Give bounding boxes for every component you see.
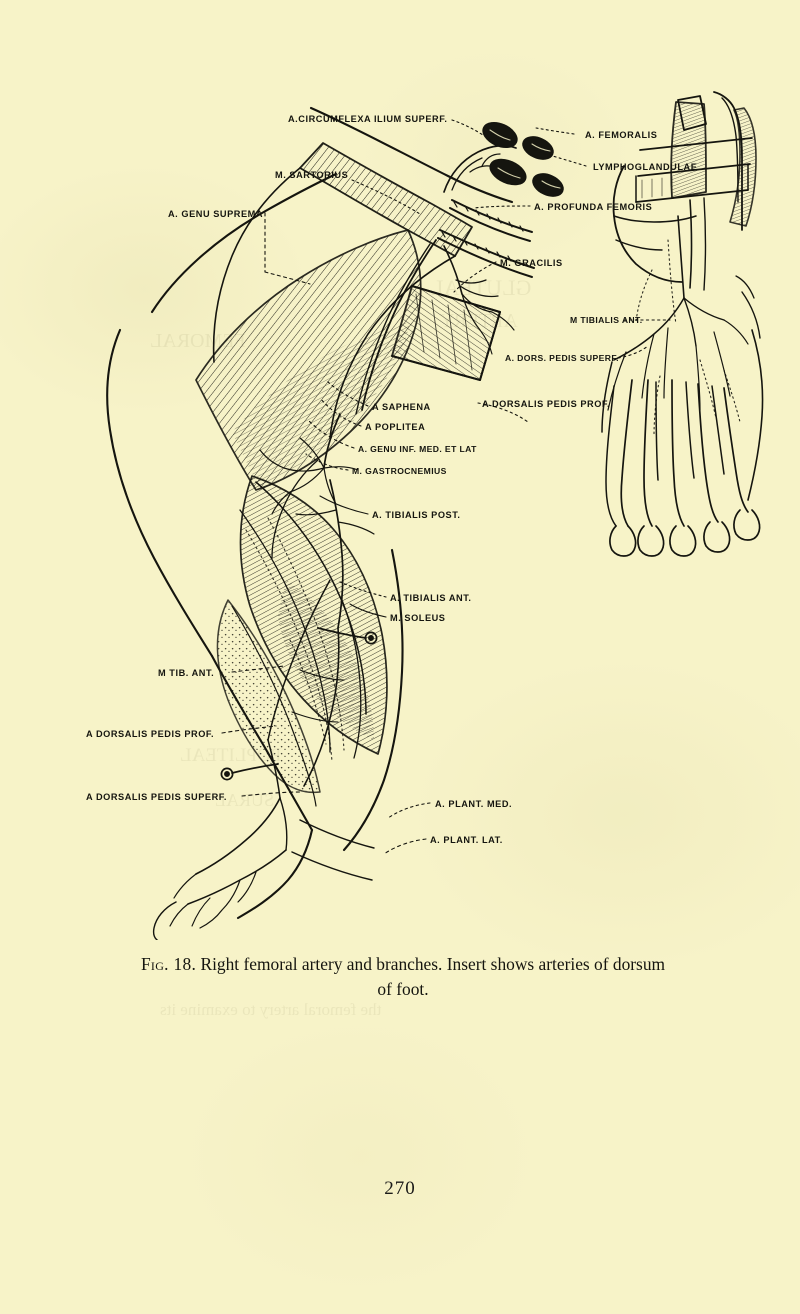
knee-arteries [259,413,375,629]
label-poplitea: A POPLITEA [365,422,425,432]
caption-line-2: of foot. [377,979,429,999]
label-dorsalis-pedis-prof: A DORSALIS PEDIS PROF. [86,729,214,739]
dorsum-of-foot-insert [601,91,764,557]
label-soleus: M. SOLEUS [390,613,446,623]
label-profunda-femoris: A. PROFUNDA FEMORIS [534,202,652,212]
label-saphena: A SAPHENA [372,402,431,412]
label-dorsalis-pedis-prof-insert: A DORSALIS PEDIS PROF. [482,399,610,409]
bleedthrough-text: the femoral artery to examine its [160,1000,382,1019]
label-gracilis: M. GRACILIS [500,258,563,268]
gastrocnemius-soleus [239,475,388,755]
label-lymphoglandulae: LYMPHOGLANDULAE [593,162,697,172]
label-plant-lat: A. PLANT. LAT. [430,835,503,845]
foot-arteries [152,739,375,940]
leader-lines [221,119,671,855]
label-genu-inf-med-lat: A. GENU INF. MED. ET LAT [358,444,477,454]
caption-line-1: Right femoral artery and branches. Inser… [200,954,666,974]
label-femoralis: A. FEMORALIS [585,130,657,140]
label-tibialis-ant-insert: M TIBIALIS ANT. [570,315,643,325]
adductor-gracilis-block [391,285,501,381]
label-plant-med: A. PLANT. MED. [435,799,512,809]
label-gastrocnemius: M. GASTROCNEMIUS [352,466,447,476]
label-tibialis-ant: A. TIBIALIS ANT. [390,593,471,603]
anatomical-figure: A.CIRCUMFLEXA ILIUM SUPERF. A. FEMORALIS… [0,80,800,940]
figure-labels: A.CIRCUMFLEXA ILIUM SUPERF. A. FEMORALIS… [86,114,697,845]
label-dors-pedis-superf-insert: A. DORS. PEDIS SUPERF. [505,353,619,363]
tibial-arteries [267,579,362,787]
label-sartorius: M. SARTORIUS [275,170,348,180]
femoral-vessels [355,121,564,415]
lymph-nodes [482,121,564,197]
label-dorsalis-pedis-superf: A DORSALIS PEDIS SUPERF. [86,792,227,802]
label-tibialis-post: A. TIBIALIS POST. [372,510,460,520]
label-circumflexa-ilium-superf: A.CIRCUMFLEXA ILIUM SUPERF. [288,114,447,124]
label-tib-ant-lower: M TIB. ANT. [158,668,214,678]
hidden-structure-dots [245,517,345,763]
label-genu-suprema: A. GENU SUPREMA [168,209,263,219]
figure-caption: Fig. 18. Right femoral artery and branch… [58,952,748,1002]
page-number: 270 [384,1178,416,1199]
dissection-pins [220,627,378,781]
figure-number: Fig. 18. [140,954,197,974]
tibialis-anterior [216,599,321,807]
